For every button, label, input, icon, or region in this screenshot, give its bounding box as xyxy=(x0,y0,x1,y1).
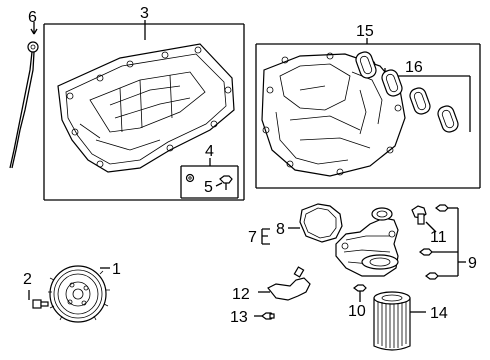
crankshaft-pulley-part xyxy=(48,265,110,323)
drain-plug-frame xyxy=(180,158,239,199)
manifold-gaskets-part xyxy=(355,51,471,133)
fitting-part xyxy=(258,266,311,301)
callout-2: 2 xyxy=(23,271,32,288)
oil-filter-adapter-part xyxy=(335,207,399,277)
oil-pan-frame xyxy=(43,20,245,201)
drain-plug-washer xyxy=(185,173,195,183)
oil-pan-part xyxy=(57,43,235,173)
adapter-bolts-part xyxy=(419,204,466,280)
intake-manifold-part xyxy=(261,52,406,177)
pulley-bolt-part xyxy=(28,290,49,309)
callout-5: 5 xyxy=(204,179,213,196)
callout-6: 6 xyxy=(28,9,37,26)
intake-manifold-frame xyxy=(255,38,481,189)
callout-15: 15 xyxy=(356,23,374,40)
callout-10: 10 xyxy=(348,303,366,320)
callout-1: 1 xyxy=(112,261,121,278)
drain-plug-part xyxy=(219,175,233,190)
callout-11: 11 xyxy=(430,229,447,246)
dipstick-part xyxy=(9,22,39,169)
callout-4: 4 xyxy=(205,143,214,160)
oil-filter-part xyxy=(373,291,426,351)
callout-16: 16 xyxy=(405,59,423,76)
callout-8: 8 xyxy=(276,221,285,238)
callout-7: 7 xyxy=(248,229,257,246)
callout-3: 3 xyxy=(140,5,149,22)
callout-13: 13 xyxy=(230,309,248,326)
sensor-part xyxy=(411,205,437,233)
adapter-gasket-part xyxy=(299,203,343,243)
callout-9: 9 xyxy=(468,255,477,272)
adapter-bolt-part xyxy=(353,284,367,302)
callout-14: 14 xyxy=(430,305,448,322)
bolt-part xyxy=(254,312,275,320)
callout-12: 12 xyxy=(232,286,250,303)
